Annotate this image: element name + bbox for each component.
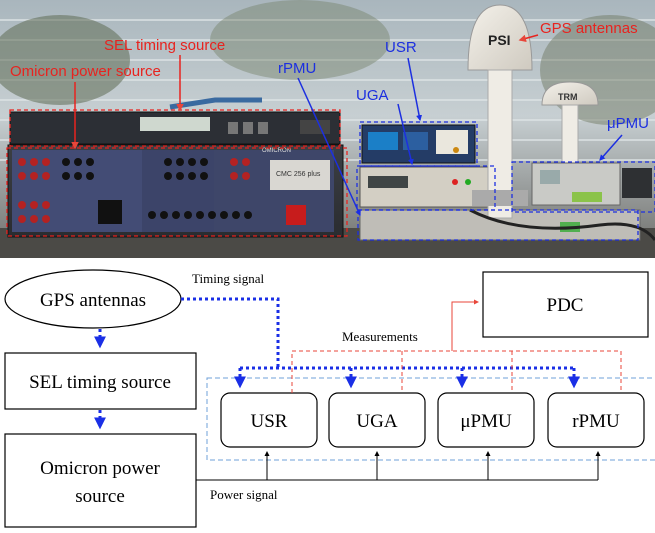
black-sockets bbox=[62, 158, 252, 219]
label-uga: UGA bbox=[356, 87, 389, 104]
usr-device bbox=[361, 124, 476, 164]
omicron-model-text: CMC 256 plus bbox=[276, 171, 321, 178]
sel-timing-device bbox=[9, 111, 341, 145]
node-omicron-label-1: Omicron power bbox=[40, 458, 160, 479]
node-sel-label: SEL timing source bbox=[29, 372, 171, 393]
node-uga bbox=[328, 392, 426, 448]
trm-text: TRM bbox=[558, 92, 578, 102]
uga-pointer bbox=[397, 103, 414, 166]
node-upmu-label: μPMU bbox=[460, 411, 512, 432]
node-rpmu bbox=[547, 392, 645, 448]
rpmu-outline bbox=[357, 209, 639, 241]
pmu-group-box bbox=[206, 377, 655, 461]
node-rpmu-label: rPMU bbox=[572, 411, 620, 432]
label-usr: USR bbox=[385, 39, 417, 56]
psi-text: PSI bbox=[488, 32, 511, 48]
cable bbox=[469, 208, 655, 241]
label-timing-signal: Timing signal bbox=[192, 271, 265, 286]
label-gps-antennas: GPS antennas bbox=[540, 20, 638, 37]
node-gps-label: GPS antennas bbox=[40, 290, 146, 311]
sel-outline bbox=[9, 109, 341, 147]
node-uga-label: UGA bbox=[356, 411, 397, 432]
block-diagram: GPS antennas SEL timing source Omicron p… bbox=[4, 269, 655, 528]
node-usr-label: USR bbox=[251, 411, 288, 432]
tree-shape bbox=[0, 15, 130, 105]
power-plug bbox=[98, 200, 122, 224]
omicron-outline bbox=[6, 147, 348, 237]
edge-measure-bus bbox=[291, 350, 622, 393]
label-rpmu: rPMU bbox=[278, 60, 316, 77]
uga-device bbox=[359, 166, 493, 208]
node-usr bbox=[220, 392, 318, 448]
node-pdc-label: PDC bbox=[547, 295, 584, 316]
edge-measure-to-pdc bbox=[451, 299, 479, 351]
gps-antenna-psi: PSI bbox=[467, 4, 533, 219]
upmu-device bbox=[531, 162, 652, 206]
gps-pointer bbox=[518, 34, 539, 43]
label-power-signal: Power signal bbox=[210, 487, 278, 502]
timing-signal-edges bbox=[94, 297, 580, 430]
usr-outline bbox=[359, 121, 478, 167]
usr-pointer bbox=[407, 57, 423, 122]
upmu-outline bbox=[511, 161, 655, 213]
tree-shape bbox=[210, 0, 390, 80]
node-pdc bbox=[482, 271, 649, 338]
node-upmu bbox=[437, 392, 535, 448]
label-sel-timing-source: SEL timing source bbox=[104, 37, 225, 54]
omicron-brand-text: OMICRON bbox=[262, 148, 291, 154]
label-omicron-power-source: Omicron power source bbox=[10, 63, 161, 80]
node-omicron-label-2: source bbox=[75, 486, 125, 507]
cable bbox=[169, 97, 262, 110]
red-sockets bbox=[18, 158, 250, 223]
power-switch bbox=[286, 205, 306, 225]
node-omicron-power-source bbox=[4, 433, 197, 528]
edge-gps-timing bbox=[181, 297, 280, 368]
label-measurements: Measurements bbox=[342, 329, 418, 344]
label-upmu: μPMU bbox=[607, 115, 649, 132]
power-signal-edges bbox=[196, 451, 601, 481]
lab-photo: CMC 256 plus OMICRON bbox=[0, 0, 655, 258]
omicron-device: CMC 256 plus OMICRON bbox=[7, 144, 344, 238]
upmu-pointer bbox=[599, 134, 623, 161]
rpmu-pointer bbox=[297, 77, 361, 217]
measurement-edges bbox=[291, 350, 622, 393]
node-sel-timing-source bbox=[4, 352, 197, 410]
